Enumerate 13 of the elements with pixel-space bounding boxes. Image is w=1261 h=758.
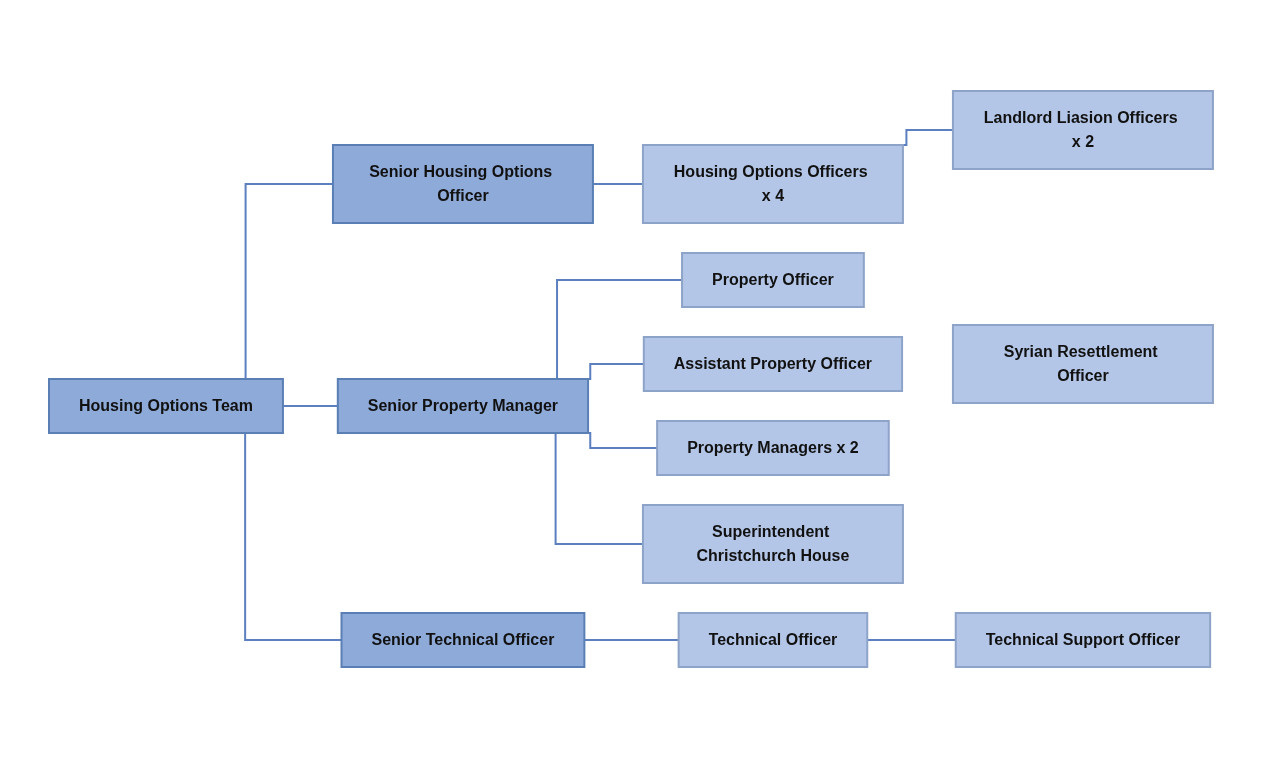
node-box: Landlord Liasion Officers x 2 [951,90,1214,170]
node-box: Housing Options Officers x 4 [641,144,904,224]
node-box: Technical Support Officer [954,612,1211,668]
node-box: Senior Property Manager [336,378,589,434]
node-box: Senior Housing Options Officer [331,144,594,224]
node-box: Technical Officer [677,612,868,668]
node-box: Property Managers x 2 [655,420,890,476]
node-box: Syrian Resettlement Officer [951,324,1214,404]
node-box: Housing Options Team [47,378,284,434]
node-box: Assistant Property Officer [642,336,903,392]
node-box: Superintendent Christchurch House [641,504,904,584]
node-box: Senior Technical Officer [340,612,585,668]
node-box: Property Officer [680,252,865,308]
